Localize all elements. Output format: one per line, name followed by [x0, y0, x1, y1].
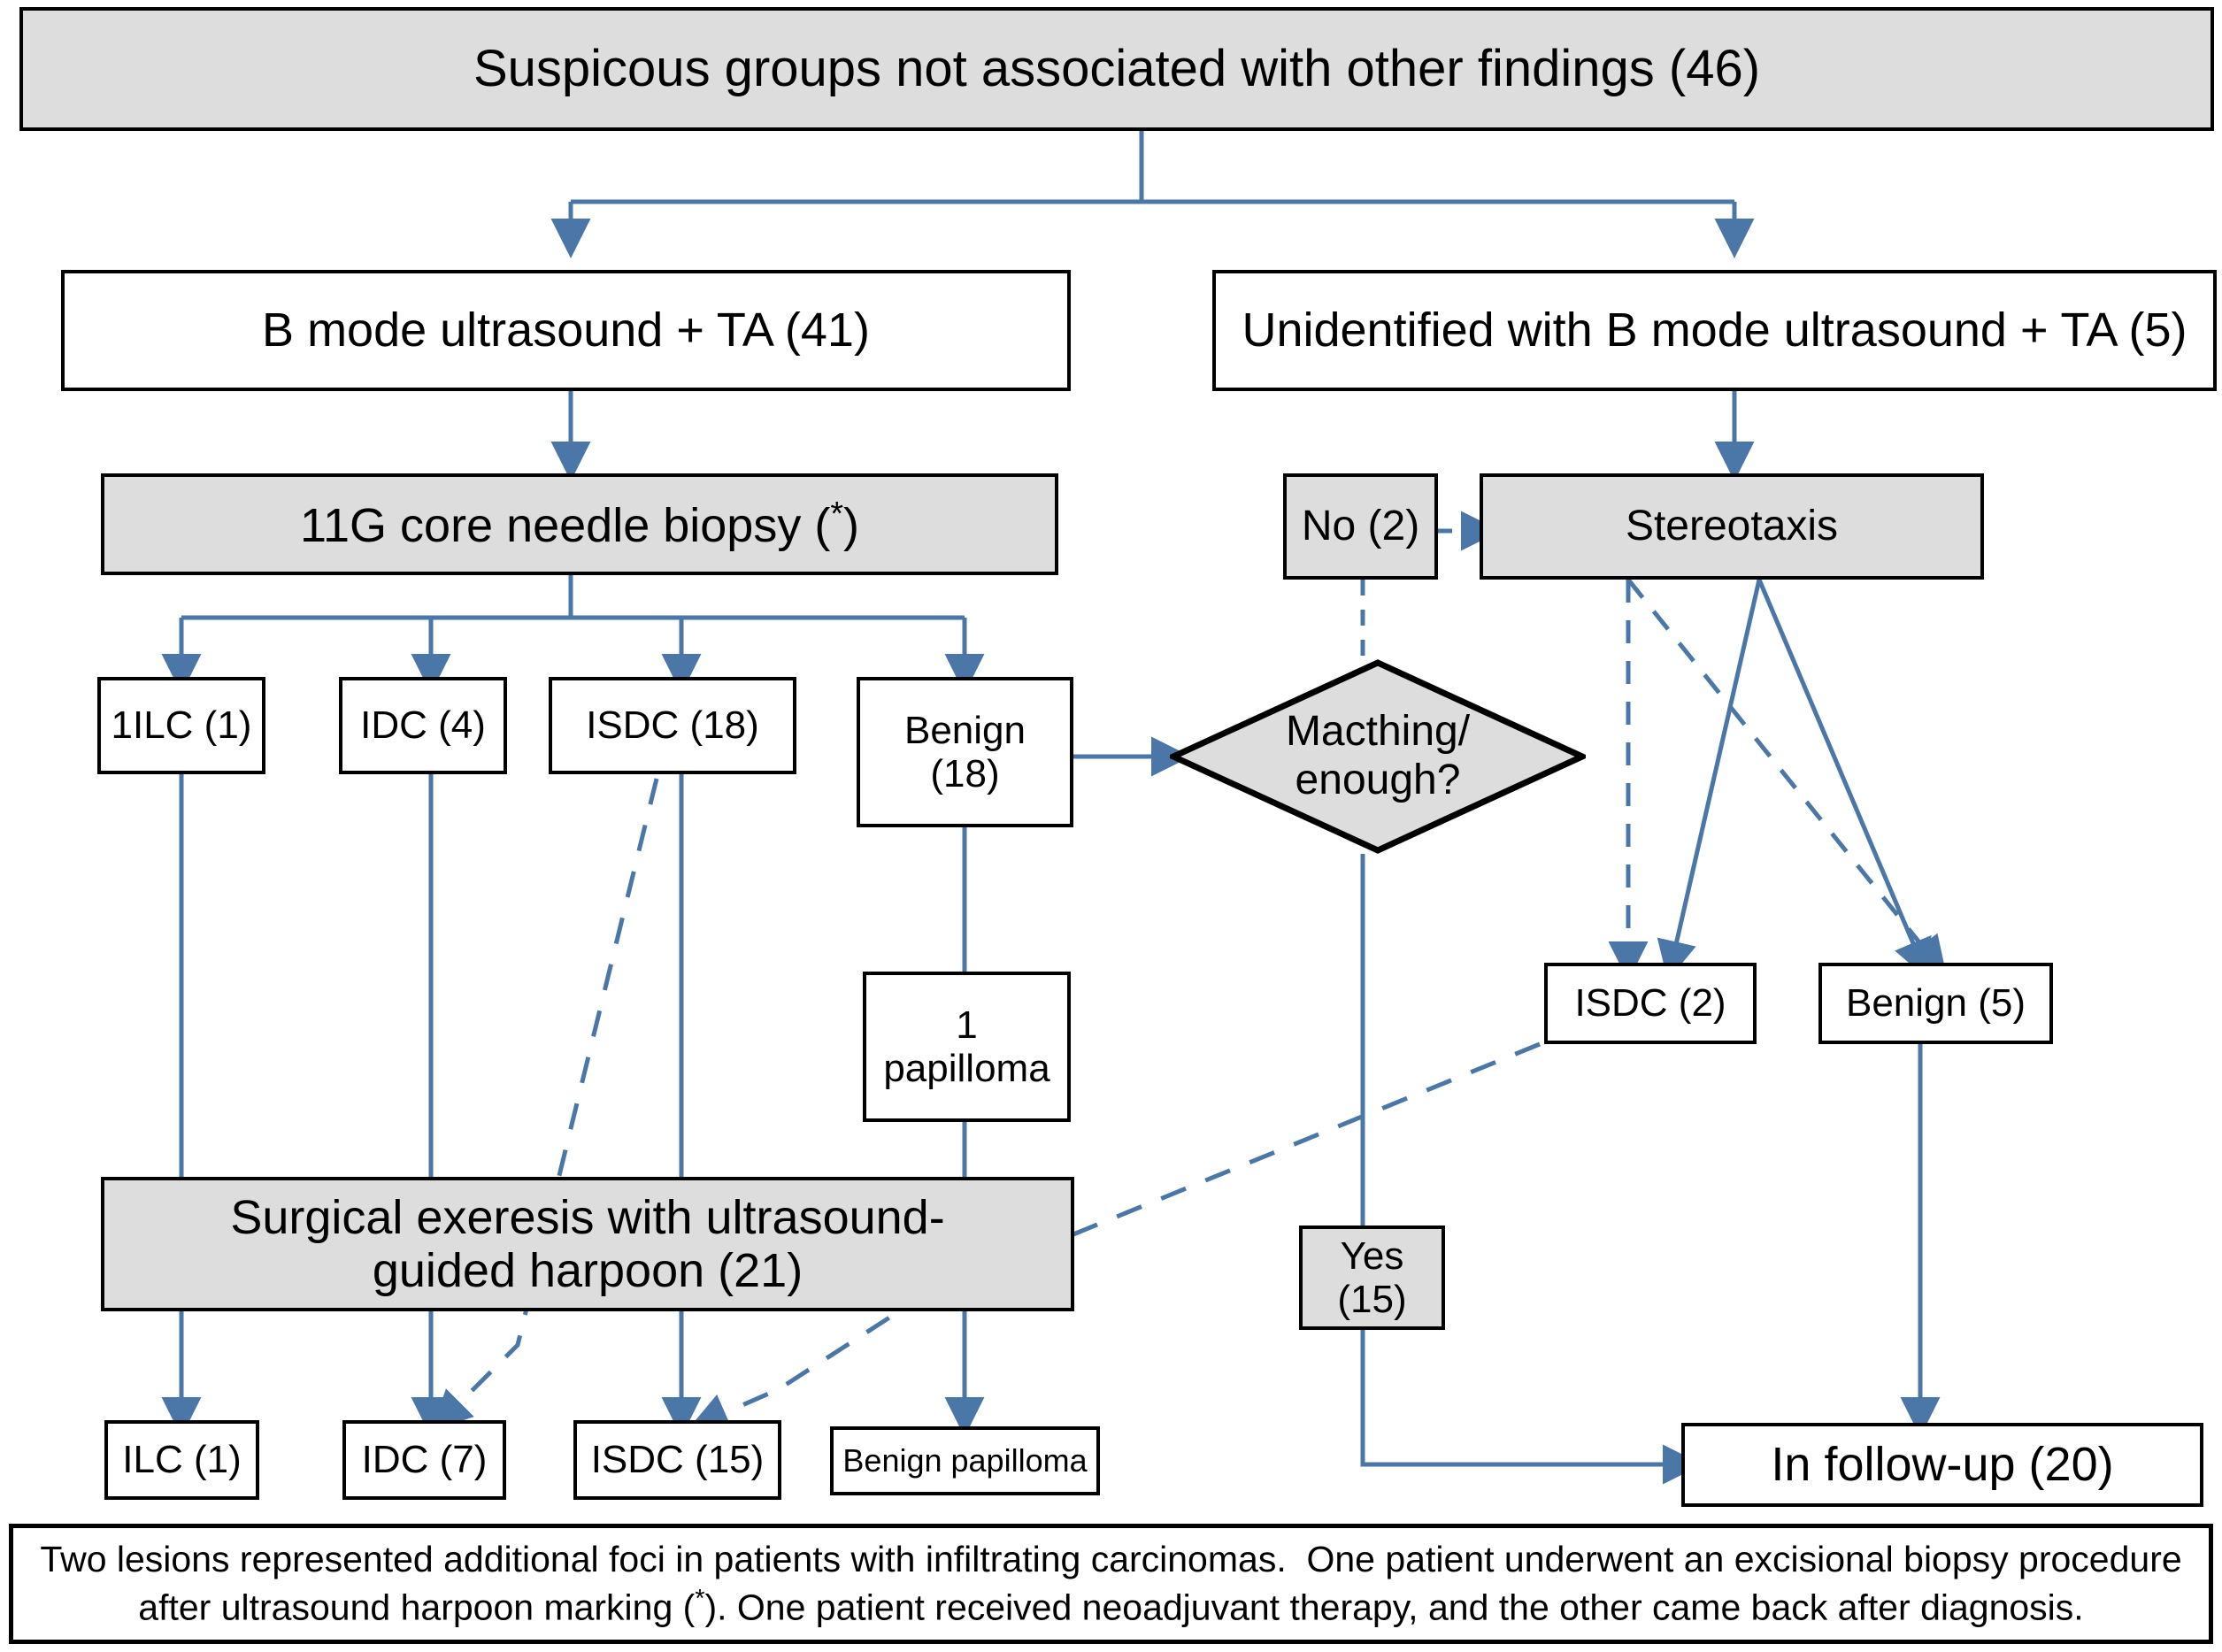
node-ilc-1-outcome[interactable]: ILC (1): [104, 1420, 259, 1500]
node-suspicious-groups-label: Suspicous groups not associated with oth…: [473, 39, 1761, 97]
node-stereotaxis[interactable]: Stereotaxis: [1480, 473, 1984, 580]
node-stereotaxis-label: Stereotaxis: [1625, 503, 1839, 550]
node-idc-4[interactable]: IDC (4): [339, 677, 507, 774]
node-ilc-1-outcome-label: ILC (1): [122, 1438, 242, 1482]
node-surgical-exeresis-label: Surgical exeresis with ultrasound-guided…: [230, 1190, 945, 1297]
edge-stereotaxis-benign5: [1757, 579, 1932, 980]
node-idc-7-outcome-label: IDC (7): [361, 1438, 488, 1482]
edge-isdc2-surgical-dashed: [1073, 1041, 1541, 1237]
node-no-2[interactable]: No (2): [1283, 473, 1438, 580]
node-idc-7-outcome[interactable]: IDC (7): [342, 1420, 506, 1500]
edge-isdc18-idc7-dashed: [432, 778, 659, 1431]
node-matching-enough[interactable]: Macthing/enough?: [1165, 659, 1590, 854]
node-yes-15-label: Yes(15): [1337, 1233, 1407, 1321]
node-matching-enough-label: Macthing/enough?: [1285, 708, 1471, 803]
node-in-follow-up[interactable]: In follow-up (20): [1681, 1423, 2203, 1507]
edge-stereotaxis-isdc2: [1657, 579, 1762, 981]
node-b-mode-ultrasound[interactable]: B mode ultrasound + TA (41): [61, 270, 1071, 391]
node-core-needle-biopsy[interactable]: 11G core needle biopsy (*): [101, 473, 1058, 575]
node-isdc-2-label: ISDC (2): [1574, 981, 1726, 1026]
node-benign-papilloma-outcome[interactable]: Benign papilloma: [830, 1426, 1100, 1495]
node-ilc-1-label: 1ILC (1): [111, 703, 252, 748]
edge-stereotaxis-benign5-dashed: [1626, 578, 1948, 977]
node-isdc-18[interactable]: ISDC (18): [549, 677, 796, 774]
node-benign-5[interactable]: Benign (5): [1818, 963, 2053, 1044]
edge-yes-followup: [1360, 1327, 1703, 1485]
node-isdc-15-outcome[interactable]: ISDC (15): [573, 1420, 781, 1500]
node-benign-papilloma-outcome-label: Benign papilloma: [842, 1441, 1088, 1479]
node-suspicious-groups[interactable]: Suspicous groups not associated with oth…: [19, 7, 2214, 131]
node-isdc-18-label: ISDC (18): [586, 703, 759, 748]
footnote-text: Two lesions represented additional foci …: [40, 1538, 2182, 1628]
node-unidentified-b-mode-label: Unidentified with B mode ultrasound + TA…: [1242, 304, 2187, 357]
footnote-box: Two lesions represented additional foci …: [9, 1524, 2213, 1644]
node-benign-18-label: Benign(18): [903, 708, 1026, 795]
node-yes-15[interactable]: Yes(15): [1299, 1226, 1445, 1330]
node-surgical-exeresis[interactable]: Surgical exeresis with ultrasound-guided…: [101, 1177, 1074, 1311]
node-idc-4-label: IDC (4): [360, 703, 486, 748]
node-benign-18[interactable]: Benign(18): [857, 677, 1073, 827]
node-core-needle-biopsy-label: 11G core needle biopsy (*): [299, 496, 860, 553]
node-no-2-label: No (2): [1301, 503, 1420, 550]
node-isdc-2[interactable]: ISDC (2): [1544, 963, 1757, 1044]
node-unidentified-b-mode[interactable]: Unidentified with B mode ultrasound + TA…: [1212, 270, 2217, 391]
node-isdc-15-outcome-label: ISDC (15): [590, 1438, 765, 1482]
node-b-mode-ultrasound-label: B mode ultrasound + TA (41): [262, 304, 870, 357]
diamond-shape: [1165, 659, 1590, 854]
node-in-follow-up-label: In follow-up (20): [1771, 1438, 2114, 1492]
node-benign-5-label: Benign (5): [1845, 981, 2026, 1026]
node-ilc-1[interactable]: 1ILC (1): [97, 677, 265, 774]
